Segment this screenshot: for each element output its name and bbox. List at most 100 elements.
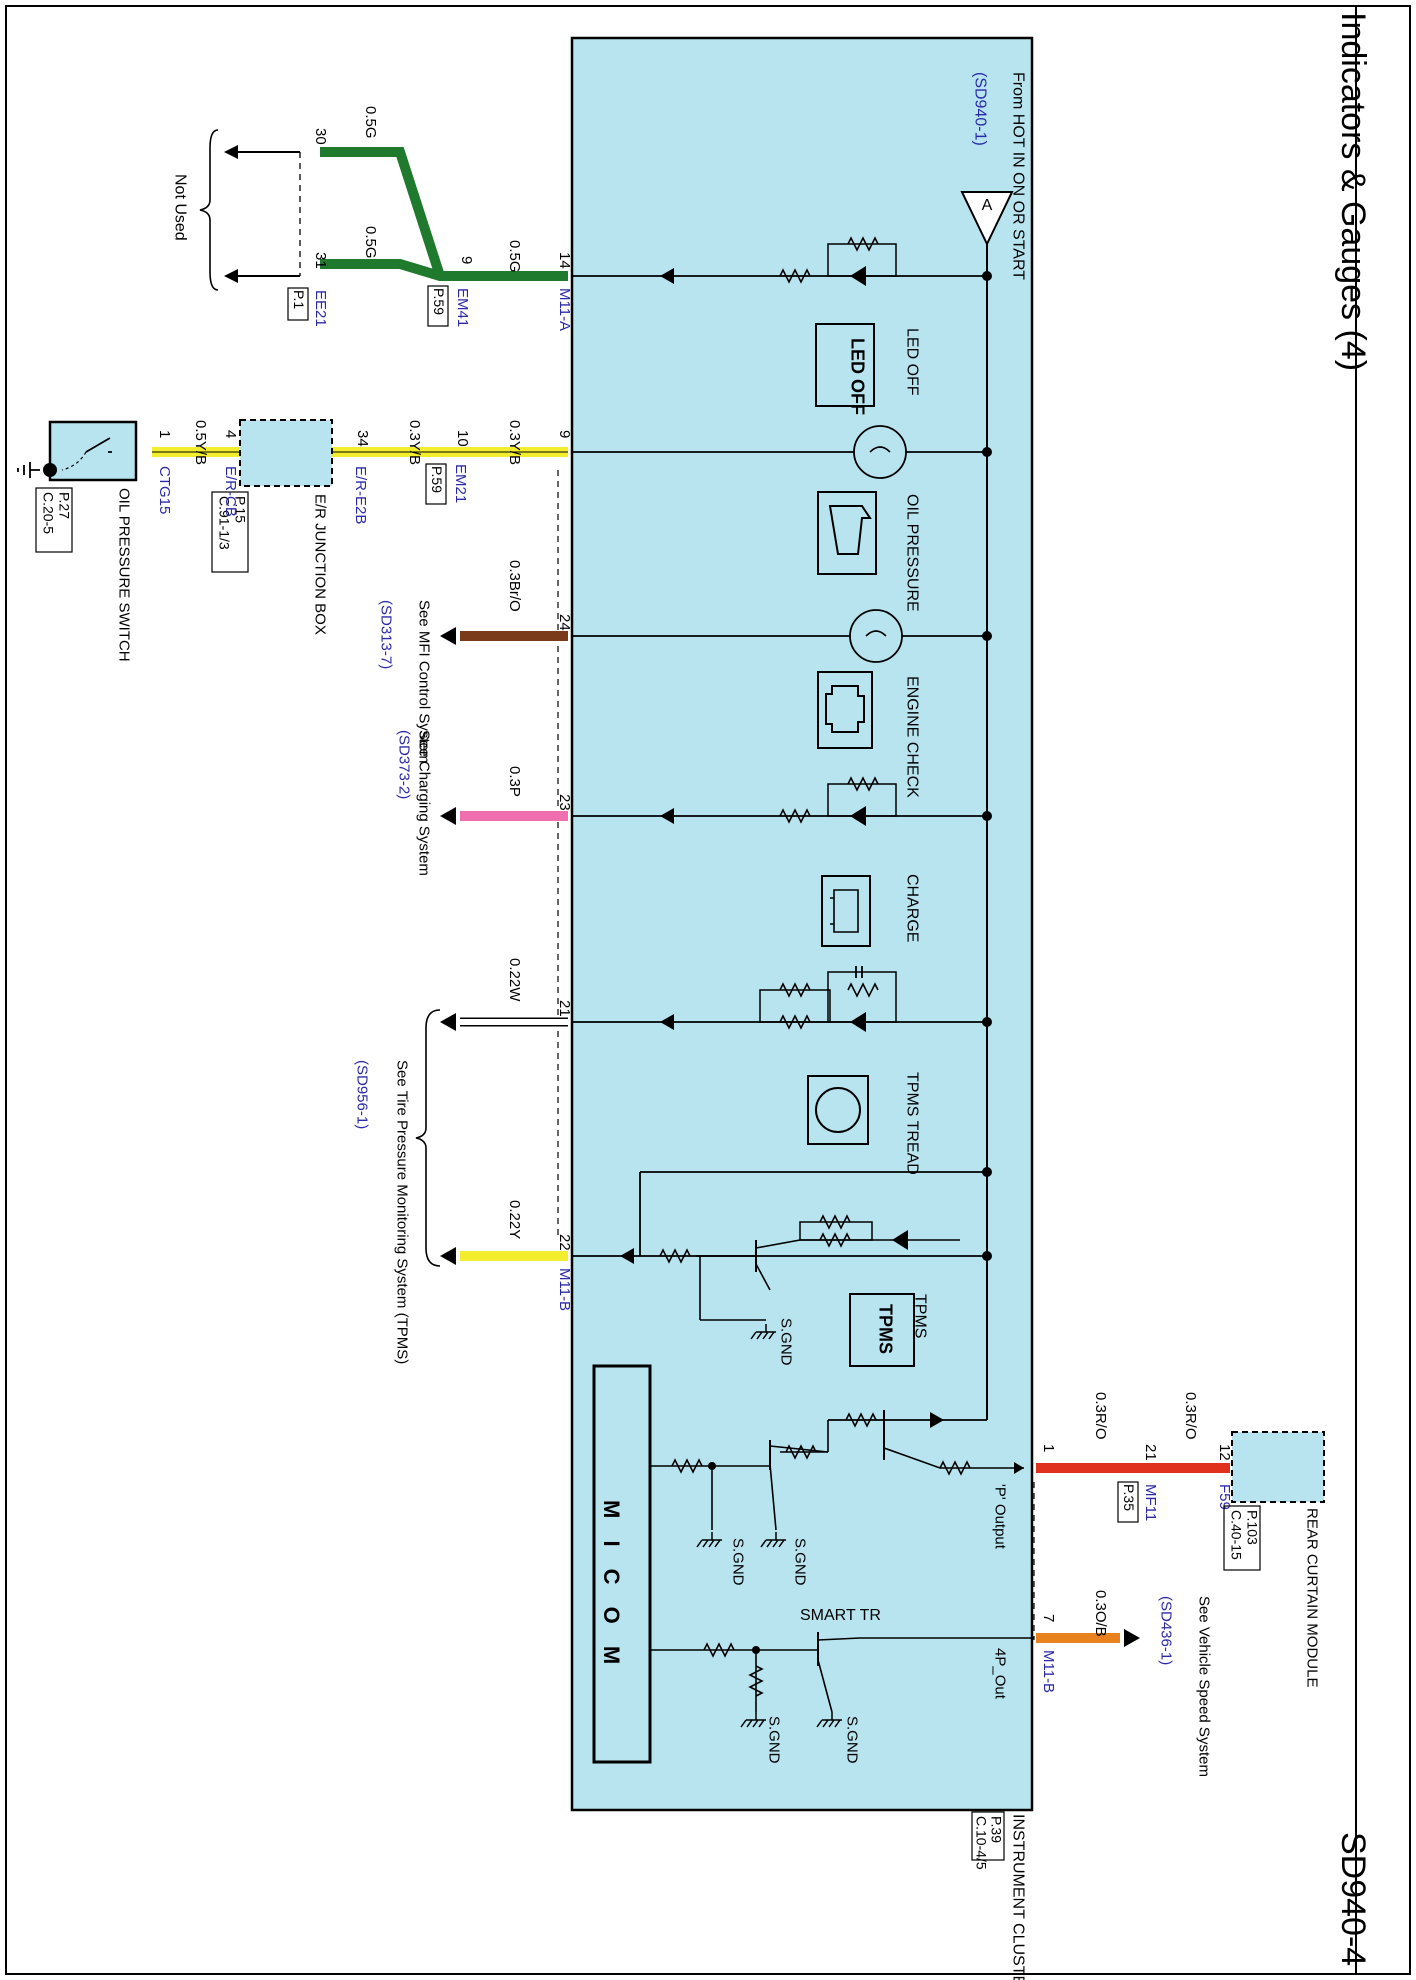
tpms-tread-label: TPMS TREAD [904, 1072, 921, 1175]
arrow-31 [224, 269, 238, 283]
switch-contact [85, 437, 112, 453]
rear-curtain-module [1231, 1431, 1325, 1503]
spec-mf11: 0.3R/O [1182, 1392, 1199, 1440]
page-box-oil-switch [35, 487, 73, 553]
pin-4: 4 [222, 430, 239, 438]
conn-em21: EM21 [452, 464, 469, 503]
oil-switch-page: P.27 [57, 492, 73, 519]
engine-check-label: ENGINE CHECK [904, 676, 921, 798]
pin-24: 24 [556, 614, 573, 631]
page-em41: P.59 [431, 288, 447, 315]
junction-dot [982, 1017, 992, 1027]
arrow-23 [440, 807, 456, 825]
ref-23: (SD373-2) [396, 730, 413, 799]
transistor-legs [769, 1445, 829, 1531]
cluster-page: P.39 [989, 1816, 1005, 1843]
junction-dot [982, 271, 992, 281]
conn-er-e2b: E/R-E2B [352, 466, 369, 524]
page-box-mf11 [1117, 1481, 1139, 1523]
junction-dot [982, 447, 992, 457]
not-used-brace [199, 129, 219, 291]
page-box-em41 [427, 285, 449, 327]
spec-30: 0.5G [362, 106, 379, 139]
spec-22: 0.22Y [506, 1200, 523, 1239]
tpms-icon-text: TPMS [875, 1304, 895, 1354]
diode-charge [660, 808, 674, 824]
rear-curtain-conn: C.40-15 [1229, 1510, 1245, 1560]
led-icon [850, 266, 866, 286]
not-used-label: Not Used [172, 174, 189, 241]
charge-label: CHARGE [904, 874, 921, 942]
junction-dot [982, 811, 992, 821]
smart-tr-label: SMART TR [800, 1607, 881, 1624]
lamp-filament [869, 446, 891, 453]
spec-7: 0.3O/B [1092, 1590, 1109, 1637]
tpms-tread-lamp [807, 1075, 869, 1145]
conn-m11b-7: M11-B [1040, 1650, 1057, 1693]
page-frame [5, 5, 1411, 1975]
junction-box-name: E/R JUNCTION BOX [312, 494, 329, 635]
ref-24: (SD313-7) [378, 600, 395, 669]
sgnd-p1: S.GND [730, 1538, 747, 1586]
led-icon [850, 806, 866, 826]
diode-led-off [660, 268, 674, 284]
oil-pressure-label: OIL PRESSURE [904, 494, 921, 612]
tpms-brace [415, 1009, 441, 1267]
pin-34: 34 [354, 430, 371, 447]
source-connector-a [960, 191, 1014, 247]
pin-30: 30 [312, 128, 329, 145]
conn-er-cb: E/R-CB [222, 466, 239, 517]
junction-box [239, 419, 333, 487]
conn-m11b-22: M11-B [556, 1268, 573, 1311]
conn-m11a: M11-A [556, 288, 573, 331]
pin-14: 14 [556, 252, 573, 269]
spec-24: 0.3Br/O [506, 560, 523, 612]
pin-mf11: 21 [1142, 1444, 1159, 1461]
sgnd-tpms: S.GND [778, 1318, 795, 1366]
smart-tr-legs [817, 1637, 1034, 1713]
pin-21: 21 [556, 1000, 573, 1017]
spec-21: 0.22W [506, 958, 523, 1002]
charge-lamp [821, 875, 871, 947]
junction-conn: C.91-1/3 [217, 496, 233, 550]
tread-icon [815, 1087, 861, 1133]
oil-gauge-lamp [853, 425, 907, 479]
wire-green-14 [320, 259, 568, 281]
pin-22: 22 [556, 1234, 573, 1251]
page-ee21: P.1 [291, 290, 307, 309]
led-off-label: LED OFF [904, 328, 921, 396]
switch-ground-dot [43, 463, 57, 477]
oil-pressure-lamp [817, 491, 877, 575]
pin-9y: 9 [556, 430, 573, 438]
dest-speed: See Vehicle Speed System [1196, 1596, 1213, 1777]
page-box-ee21 [287, 287, 309, 321]
led-off-lamp [815, 323, 875, 407]
pin-9g: 9 [458, 256, 475, 264]
dest-24: See MFI Control System [416, 600, 433, 763]
junction-dot [982, 631, 992, 641]
conn-f59: F59 [1216, 1484, 1233, 1510]
spec-31: 0.5G [362, 226, 379, 259]
micom-block [592, 1364, 652, 1764]
led-off-icon-text: LED OFF [847, 338, 867, 415]
dest-tpms: See Tire Pressure Monitoring System (TPM… [394, 1060, 411, 1364]
spec-9y: 0.3Y/B [506, 420, 523, 465]
diode-tpms [620, 1248, 634, 1264]
tpms-resistor-bank [799, 1221, 873, 1241]
source-ref: (SD940-1) [972, 72, 989, 146]
junction-dot [982, 1167, 992, 1177]
page-box-junction [211, 491, 249, 573]
pin-10: 10 [454, 430, 471, 447]
page-code: SD940-4 [1334, 1832, 1372, 1966]
sgnd-s1: S.GND [766, 1716, 783, 1764]
tread-resistor-bank [759, 989, 831, 1023]
rear-curtain-page: P.103 [1245, 1510, 1261, 1545]
spec-p1: 0.3R/O [1092, 1392, 1109, 1440]
pin-7: 7 [1040, 1614, 1057, 1622]
page-box-rear-curtain [1223, 1505, 1261, 1571]
conn-mf11: MF11 [1142, 1484, 1159, 1521]
conn-ee21: EE21 [312, 290, 329, 327]
led-icon [850, 1012, 866, 1032]
conn-em41: EM41 [454, 288, 471, 327]
